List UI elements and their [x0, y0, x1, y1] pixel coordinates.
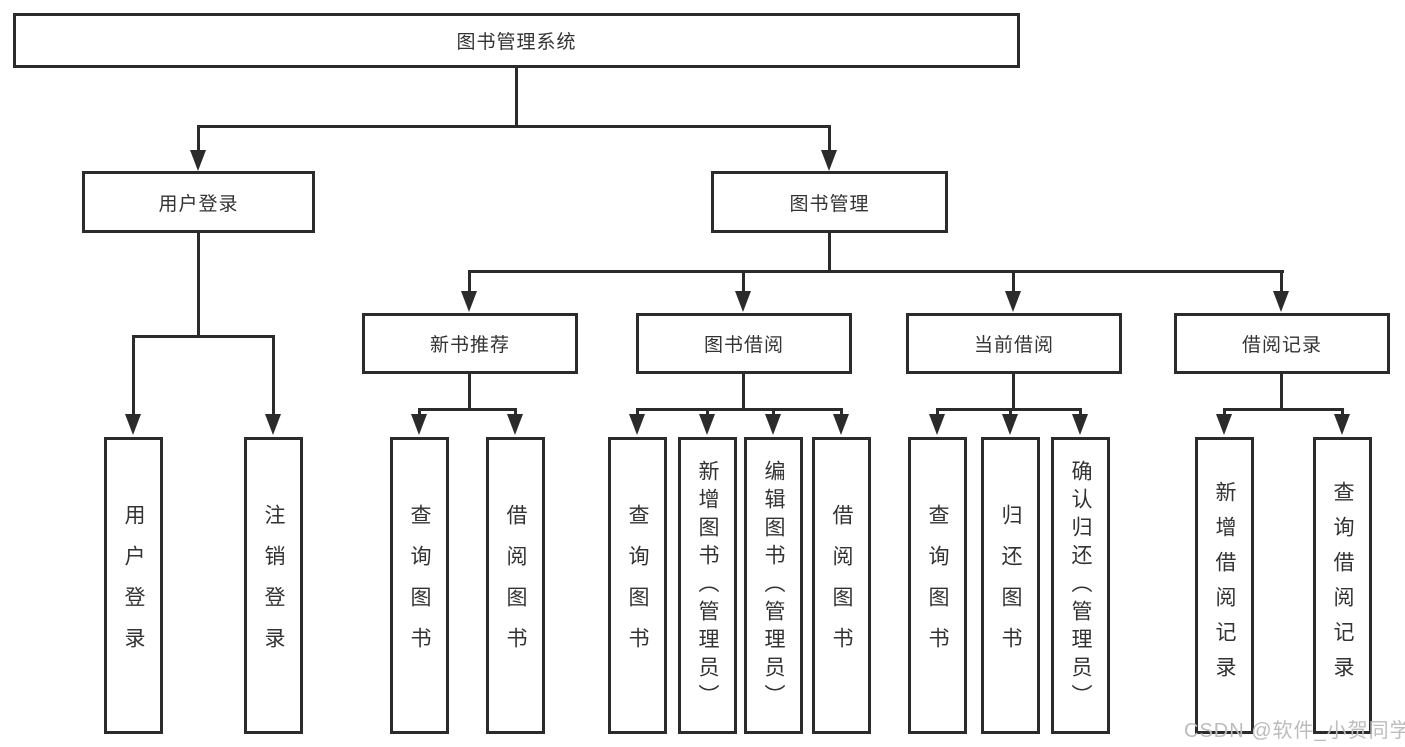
leaf-label: 注销登录: [262, 503, 285, 668]
leaf-user-login: 用户登录: [104, 437, 163, 734]
connector-line: [1009, 408, 1012, 416]
node-label: 图书管理系统: [456, 32, 577, 53]
arrowhead-down: [1002, 414, 1018, 435]
leaf-logout: 注销登录: [244, 437, 303, 734]
node-book-borrowing: 图书借阅: [636, 313, 852, 374]
connector-line: [636, 408, 843, 411]
leaf-label: 查询图书: [408, 503, 431, 668]
arrowhead-down: [265, 414, 281, 435]
csdn-watermark: CSDN @软件_小贺同学: [1184, 720, 1405, 742]
connector-line: [1223, 408, 1344, 411]
arrowhead-down: [190, 150, 206, 171]
arrowhead-down: [507, 414, 523, 435]
arrowhead-down: [411, 414, 427, 435]
node-new-book-recommendation: 新书推荐: [362, 313, 578, 374]
node-borrowing-records: 借阅记录: [1174, 313, 1390, 374]
connector-line: [1012, 374, 1015, 408]
leaf-add-borrow-record: 新增借阅记录: [1195, 437, 1254, 734]
connector-line: [468, 270, 471, 293]
connector-line: [840, 408, 843, 416]
arrowhead-down: [125, 414, 141, 435]
node-label: 图书借阅: [703, 335, 784, 356]
connector-line: [197, 125, 200, 152]
connector-line: [936, 408, 939, 416]
arrowhead-down: [833, 414, 849, 435]
arrowhead-down: [699, 414, 715, 435]
connector-line: [515, 68, 518, 125]
arrowhead-down: [765, 414, 781, 435]
leaf-label: 新增借阅记录: [1213, 480, 1236, 691]
connector-line: [742, 374, 745, 408]
connector-line: [1079, 408, 1082, 416]
node-label: 新书推荐: [429, 335, 510, 356]
leaf-label: 新增图书（管理员）: [696, 459, 719, 712]
arrowhead-down: [735, 291, 751, 312]
connector-line: [772, 408, 775, 416]
connector-line: [1280, 374, 1283, 408]
arrowhead-down: [1273, 291, 1289, 312]
arrowhead-down: [1216, 414, 1232, 435]
connector-line: [1341, 408, 1344, 416]
connector-line: [1012, 270, 1015, 293]
connector-line: [742, 270, 745, 293]
node-user-login-branch: 用户登录: [82, 171, 315, 233]
connector-line: [1223, 408, 1226, 416]
leaf-label: 用户登录: [122, 503, 145, 668]
node-library-management-system: 图书管理系统: [13, 13, 1020, 68]
leaf-edit-books-admin: 编辑图书（管理员）: [744, 437, 803, 734]
connector-line: [418, 408, 517, 411]
connector-line: [132, 335, 275, 338]
leaf-label: 查询图书: [926, 503, 949, 668]
leaf-confirm-return-admin: 确认归还（管理员）: [1051, 437, 1110, 734]
node-current-borrowing: 当前借阅: [906, 313, 1122, 374]
connector-line: [706, 408, 709, 416]
leaf-label: 借阅图书: [504, 503, 527, 668]
arrowhead-down: [629, 414, 645, 435]
leaf-label: 借阅图书: [830, 503, 853, 668]
leaf-label: 查询借阅记录: [1331, 480, 1354, 691]
connector-line: [197, 233, 200, 335]
arrowhead-down: [1005, 291, 1021, 312]
connector-line: [468, 270, 1284, 273]
leaf-query-books-current: 查询图书: [908, 437, 967, 734]
node-book-management-branch: 图书管理: [711, 171, 948, 233]
leaf-label: 归还图书: [999, 503, 1022, 668]
connector-line: [272, 335, 275, 416]
arrowhead-down: [1334, 414, 1350, 435]
connector-line: [828, 125, 831, 152]
node-label: 当前借阅: [973, 335, 1054, 356]
leaf-borrow-books: 借阅图书: [812, 437, 871, 734]
connector-line: [132, 335, 135, 416]
arrowhead-down: [461, 291, 477, 312]
node-label: 借阅记录: [1241, 335, 1322, 356]
leaf-label: 确认归还（管理员）: [1069, 459, 1092, 712]
leaf-query-borrow-record: 查询借阅记录: [1313, 437, 1372, 734]
connector-line: [418, 408, 421, 416]
leaf-add-books-admin: 新增图书（管理员）: [678, 437, 737, 734]
arrowhead-down: [929, 414, 945, 435]
arrowhead-down: [1072, 414, 1088, 435]
connector-line: [197, 125, 831, 128]
connector-line: [636, 408, 639, 416]
connector-line: [1280, 270, 1283, 293]
leaf-query-books-recommend: 查询图书: [390, 437, 449, 734]
connector-line: [828, 233, 831, 270]
leaf-borrow-books-recommend: 借阅图书: [486, 437, 545, 734]
leaf-label: 编辑图书（管理员）: [762, 459, 785, 712]
connector-line: [514, 408, 517, 416]
leaf-label: 查询图书: [626, 503, 649, 668]
leaf-query-books-borrowing: 查询图书: [608, 437, 667, 734]
node-label: 图书管理: [789, 193, 870, 215]
node-label: 用户登录: [158, 193, 239, 215]
connector-line: [468, 374, 471, 408]
leaf-return-books: 归还图书: [981, 437, 1040, 734]
arrowhead-down: [821, 150, 837, 171]
